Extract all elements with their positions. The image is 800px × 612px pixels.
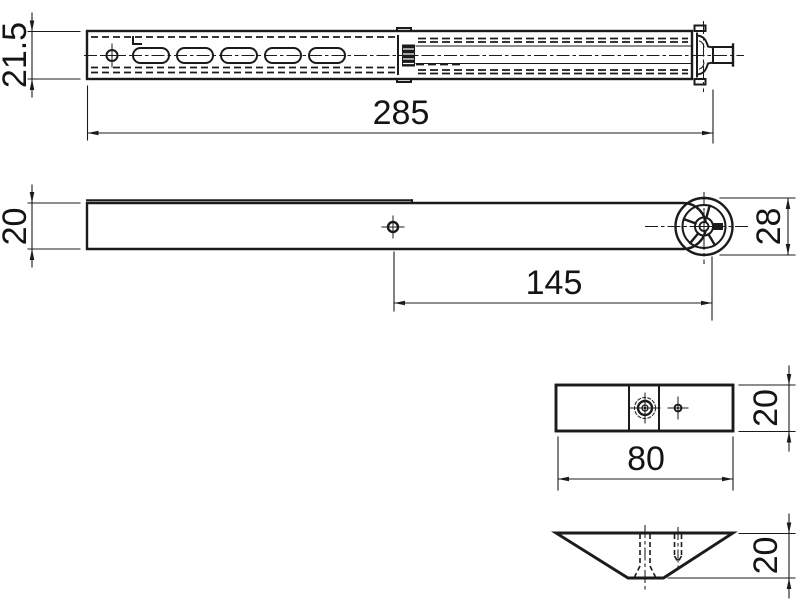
rail-top-view [84, 21, 744, 92]
dim-label-arm-thickness: 20 [0, 208, 34, 246]
dimension-roller-diameter: 28 [719, 197, 796, 256]
dimension-bracket-depth: 20 [738, 365, 796, 452]
rail-end-roller [693, 21, 735, 92]
dim-label-arm-hole-to-axle: 145 [526, 264, 583, 302]
bracket-hidden-screw-main [633, 525, 657, 592]
dim-label-bracket-depth: 20 [747, 389, 785, 427]
dimension-rail-height: 21.5 [0, 12, 81, 98]
arm-side-view [85, 192, 748, 264]
dim-label-rail-length: 285 [373, 94, 430, 132]
rail-front-hole [100, 43, 124, 68]
dim-label-roller-diameter: 28 [750, 208, 788, 246]
bracket-small-hole [667, 396, 689, 420]
rail-spring-block [402, 44, 415, 67]
dimension-arm-hole-to-axle: 145 [393, 251, 713, 321]
dimension-arm-thickness: 20 [0, 184, 81, 268]
dim-label-bracket-height: 20 [747, 537, 785, 575]
dim-label-rail-height: 21.5 [0, 22, 34, 88]
bracket-front-view [550, 525, 738, 592]
rail-slots [132, 47, 346, 64]
bracket-main-hole [629, 392, 661, 424]
dimension-rail-length: 285 [86, 85, 714, 144]
dim-label-bracket-width: 80 [627, 440, 665, 478]
arm-roller-wheel [645, 192, 748, 264]
bracket-top-view [554, 383, 735, 433]
arm-mounting-hole [381, 215, 405, 239]
dimension-bracket-height: 20 [667, 513, 796, 599]
dimension-bracket-width: 80 [557, 436, 734, 491]
bracket-hidden-screw-small [673, 527, 683, 572]
